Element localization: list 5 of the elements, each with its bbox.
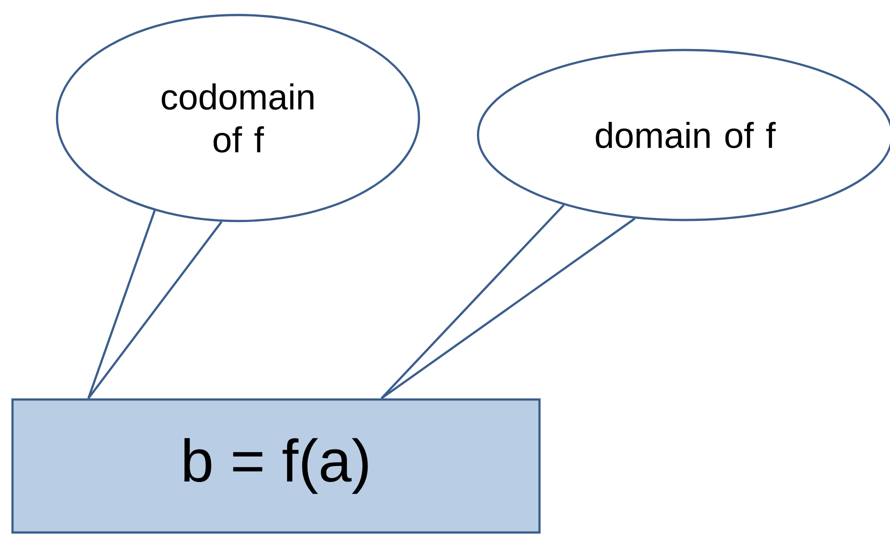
callout-tail: [380, 204, 636, 400]
speech-bubble: domain of f: [476, 48, 890, 222]
callout-tail: [87, 209, 223, 400]
speech-bubble: codomain of f: [56, 14, 420, 222]
formula-box: b = f(a): [11, 398, 541, 534]
